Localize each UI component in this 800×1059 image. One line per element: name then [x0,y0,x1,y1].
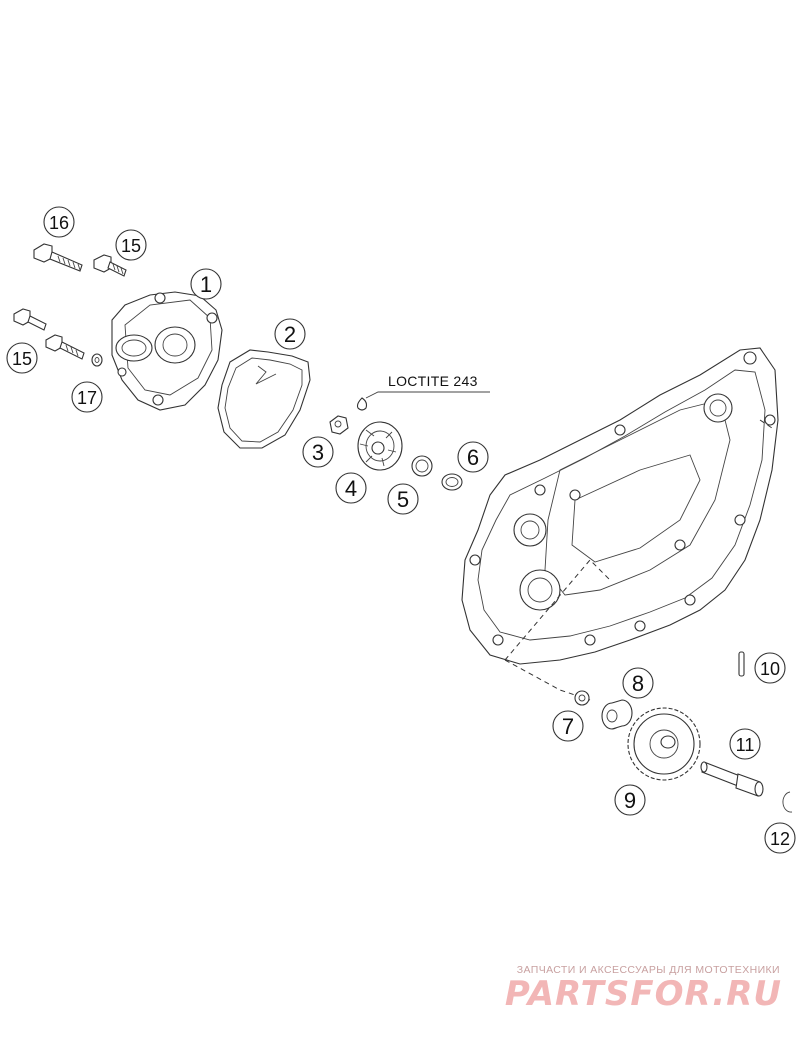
callout-7-label: 7 [562,714,574,739]
callout-15-left-label: 15 [12,349,32,369]
callout-1: 1 [190,268,222,300]
watermark-logo: PARTSFOR.RU [504,974,782,1014]
callout-11: 11 [729,728,761,760]
circlip-12 [782,791,793,813]
bolt-15-top [93,254,127,277]
bolt-16 [33,243,83,272]
callout-9: 9 [614,784,646,816]
callout-12: 12 [764,822,796,854]
callout-8: 8 [622,667,654,699]
callout-17: 17 [71,381,103,413]
callout-15-left: 15 [6,342,38,374]
callout-2-label: 2 [284,322,296,347]
bolt-with-washer [45,334,103,367]
gasket [217,349,311,449]
seal-ring-5 [411,455,433,477]
callout-5-label: 5 [397,487,409,512]
callout-11-label: 11 [736,735,755,755]
impeller-nut [329,415,349,435]
pin-10 [738,651,745,677]
water-pump-cover [111,291,223,411]
callout-17-label: 17 [77,388,97,408]
bearing-8 [601,699,633,730]
callout-16: 16 [43,206,75,238]
callout-8-label: 8 [632,671,644,696]
bolt-15-left [13,308,47,331]
callout-5: 5 [387,483,419,515]
loctite-drop [356,397,368,411]
washer-7 [574,690,590,706]
callout-15-top-label: 15 [121,236,141,256]
callout-4: 4 [335,472,367,504]
loctite-note-label: LOCTITE 243 [388,373,478,389]
loctite-note: LOCTITE 243 [365,373,490,399]
pump-gear-9 [627,707,701,781]
callout-3: 3 [302,436,334,468]
callout-9-label: 9 [624,788,636,813]
callout-4-label: 4 [345,476,357,501]
callout-6-label: 6 [467,445,479,470]
pump-shaft-11 [700,761,764,797]
callout-15-top: 15 [115,229,147,261]
callout-16-label: 16 [49,213,69,233]
callout-10: 10 [754,652,786,684]
impeller [357,421,403,471]
seal-ring-6 [441,473,463,491]
crankcase-cover [461,347,779,665]
callout-7: 7 [552,710,584,742]
callout-6: 6 [457,441,489,473]
callout-3-label: 3 [312,440,324,465]
callout-2: 2 [274,318,306,350]
callout-1-label: 1 [200,272,212,297]
callout-12-label: 12 [770,829,790,849]
watermark-tagline: ЗАПЧАСТИ И АКСЕССУАРЫ ДЛЯ МОТОТЕХНИКИ [516,964,780,976]
callout-10-label: 10 [760,659,780,679]
